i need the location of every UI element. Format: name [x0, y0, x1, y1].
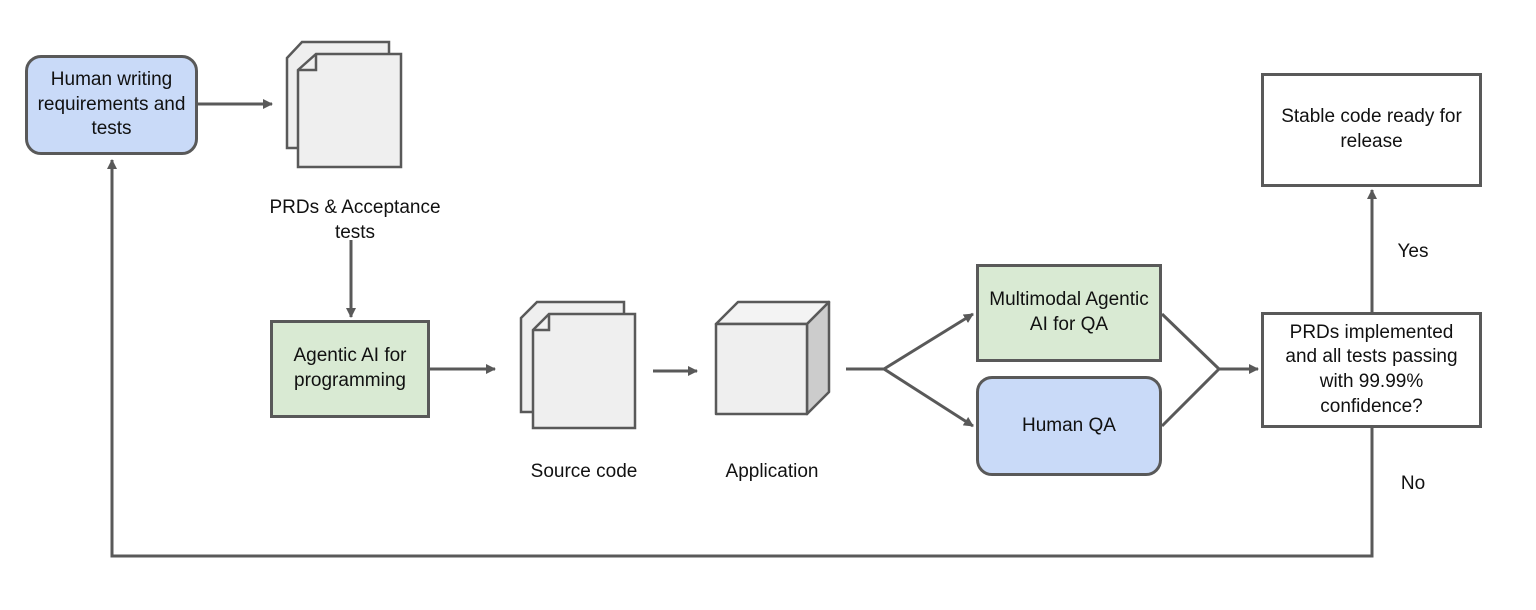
prds-label: PRDs & Acceptance tests	[269, 197, 441, 243]
human-qa-label: Human QA	[1022, 414, 1116, 436]
decision-node: PRDs implemented and all tests passing w…	[1261, 312, 1482, 428]
agentic-programming-node: Agentic AI for programming	[270, 320, 430, 418]
decision-label: PRDs implemented and all tests passing w…	[1285, 321, 1458, 417]
agentic-programming-label: Agentic AI for programming	[293, 345, 407, 391]
human-qa-node: Human QA	[976, 376, 1162, 476]
human-writing-label: Human writing requirements and tests	[37, 68, 186, 140]
edge-split-to-multimodal	[883, 312, 974, 371]
stable-release-label: Stable code ready for release	[1281, 106, 1462, 152]
prds-document-stack-icon	[285, 40, 403, 169]
human-writing-node: Human writing requirements and tests	[25, 55, 198, 155]
edge-multimodal-to-join	[1160, 312, 1221, 371]
edge-decision-loop-back	[107, 159, 1374, 558]
stable-release-node: Stable code ready for release	[1261, 73, 1482, 187]
multimodal-qa-node: Multimodal Agentic AI for QA	[976, 264, 1162, 362]
application-cube-icon	[714, 300, 831, 416]
edge-split-to-humanqa	[883, 367, 974, 428]
source-code-document-stack-icon	[519, 300, 637, 430]
source-code-label: Source code	[530, 461, 638, 482]
no-edge-label: No	[1400, 473, 1426, 494]
multimodal-qa-label: Multimodal Agentic AI for QA	[989, 289, 1149, 335]
application-label: Application	[725, 461, 819, 482]
edge-humanqa-to-join	[1160, 367, 1221, 428]
yes-edge-label: Yes	[1397, 241, 1429, 262]
